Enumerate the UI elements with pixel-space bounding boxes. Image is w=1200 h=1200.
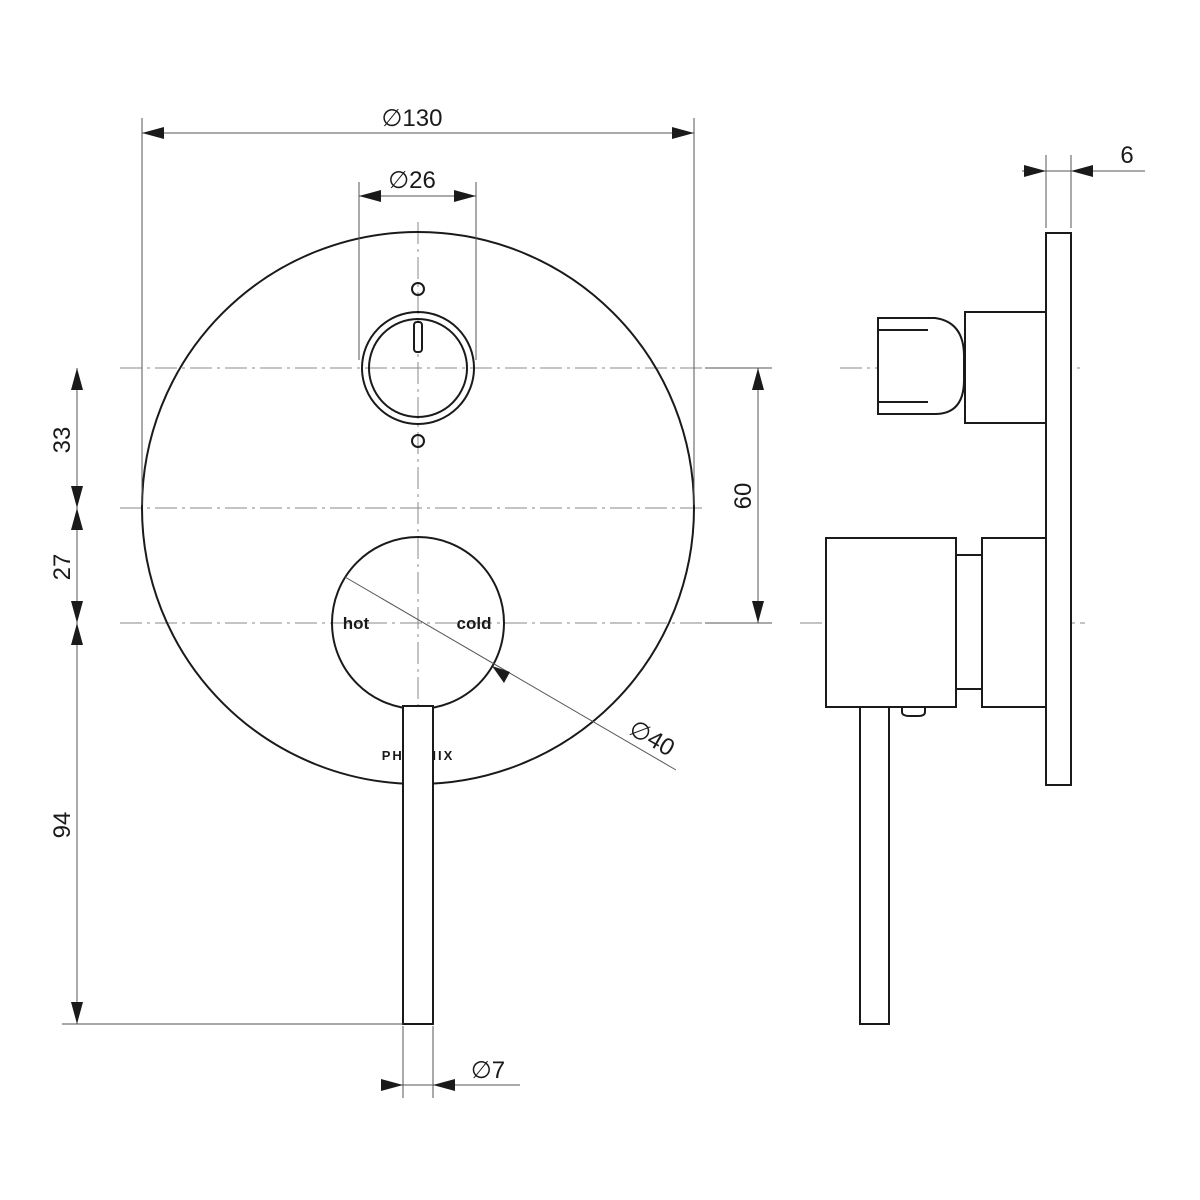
plate-diameter-label: ∅130	[382, 105, 443, 132]
spacing-27-label: 27	[49, 554, 76, 581]
top-knob-indicator	[413, 321, 423, 353]
diverter-knob-side	[877, 317, 965, 415]
arrowhead	[71, 623, 83, 645]
handle-diameter-label: ∅40	[624, 715, 679, 762]
plate-thickness-label: 6	[1120, 142, 1133, 169]
hot-label: hot	[343, 614, 370, 633]
handle-diameter-leader	[344, 576, 677, 771]
top-knob-inner	[368, 318, 468, 418]
cold-label: cold	[457, 614, 492, 633]
lever-diameter-label: ∅7	[471, 1057, 505, 1084]
diverter-body-side	[964, 311, 1047, 424]
mixer-handle-side	[825, 537, 957, 708]
mixer-body-side	[981, 537, 1047, 708]
lever-pivot-side	[901, 706, 926, 717]
arrowhead	[71, 486, 83, 508]
side-dimensions: 6	[1022, 142, 1145, 228]
arrowhead	[672, 127, 694, 139]
arrowhead	[492, 666, 510, 683]
arrowhead	[1024, 165, 1046, 177]
arrowhead	[142, 127, 164, 139]
bottom-indicator-dot	[411, 434, 425, 448]
arrowhead	[71, 1002, 83, 1024]
arrowhead	[71, 368, 83, 390]
arrowhead	[752, 601, 764, 623]
top-knob-outer	[361, 311, 475, 425]
lever-side	[859, 706, 890, 1025]
spacing-33-label: 33	[49, 427, 76, 454]
mixer-spindle-side	[955, 554, 983, 690]
side-view	[800, 232, 1085, 1025]
arrowhead	[381, 1079, 403, 1091]
arrowhead	[454, 190, 476, 202]
arrowhead	[71, 508, 83, 530]
wall-plate-side	[1045, 232, 1072, 786]
lever-length-label: 94	[49, 812, 76, 839]
front-dimensions: ∅130 ∅26 33 27 94 60 ∅40	[49, 105, 772, 1098]
lever	[402, 705, 434, 1025]
front-view: hot cold PHOENIX	[120, 222, 705, 1025]
top-indicator-dot	[411, 282, 425, 296]
arrowhead	[359, 190, 381, 202]
spacing-60-label: 60	[730, 483, 757, 510]
arrowhead	[752, 368, 764, 390]
knob-diameter-label: ∅26	[388, 167, 436, 194]
arrowhead	[71, 601, 83, 623]
arrowhead	[1071, 165, 1093, 177]
arrowhead	[433, 1079, 455, 1091]
